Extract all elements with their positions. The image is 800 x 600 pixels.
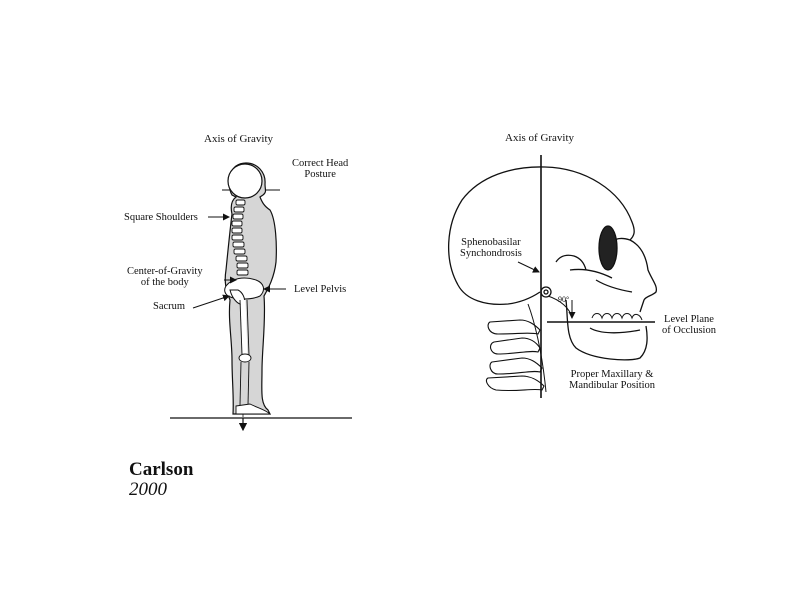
orbit: [598, 225, 618, 271]
cranial-base: [457, 284, 541, 306]
sacrum-arrow: [192, 294, 230, 309]
head: [227, 163, 263, 199]
center-of-gravity-label: Center-of-Gravity of the body: [127, 266, 203, 288]
skull-figure: [448, 155, 658, 398]
sphenobasilar-label: Sphenobasilar Synchondrosis: [460, 237, 522, 259]
angle-label: 90°: [558, 295, 570, 304]
citation-year: 2000: [129, 479, 167, 500]
citation-author: Carlson: [129, 459, 194, 480]
upper-teeth: [591, 313, 643, 321]
pelvis: [224, 277, 264, 300]
sacrum-label: Sacrum: [153, 301, 186, 312]
face-outline: [629, 239, 658, 313]
square-shoulders-label: Square Shoulders: [124, 212, 198, 223]
correct-head-posture-label: Correct Head Posture: [292, 158, 349, 180]
left-axis-title: Axis of Gravity: [204, 133, 274, 145]
standing-body-figure: [170, 162, 352, 432]
level-pelvis-label: Level Pelvis: [294, 284, 347, 295]
level-plane-label: Level Plane of Occlusion: [662, 314, 716, 336]
sphenobasilar-arrow: [517, 261, 540, 273]
mandible: [565, 299, 648, 361]
cranium: [448, 166, 635, 286]
right-axis-title: Axis of Gravity: [505, 132, 575, 144]
cervical-vertebrae: [485, 319, 545, 392]
spine: [231, 199, 249, 276]
foot: [235, 403, 272, 415]
maxillary-position-label: Proper Maxillary & Mandibular Position: [569, 369, 656, 391]
femur: [240, 299, 248, 356]
